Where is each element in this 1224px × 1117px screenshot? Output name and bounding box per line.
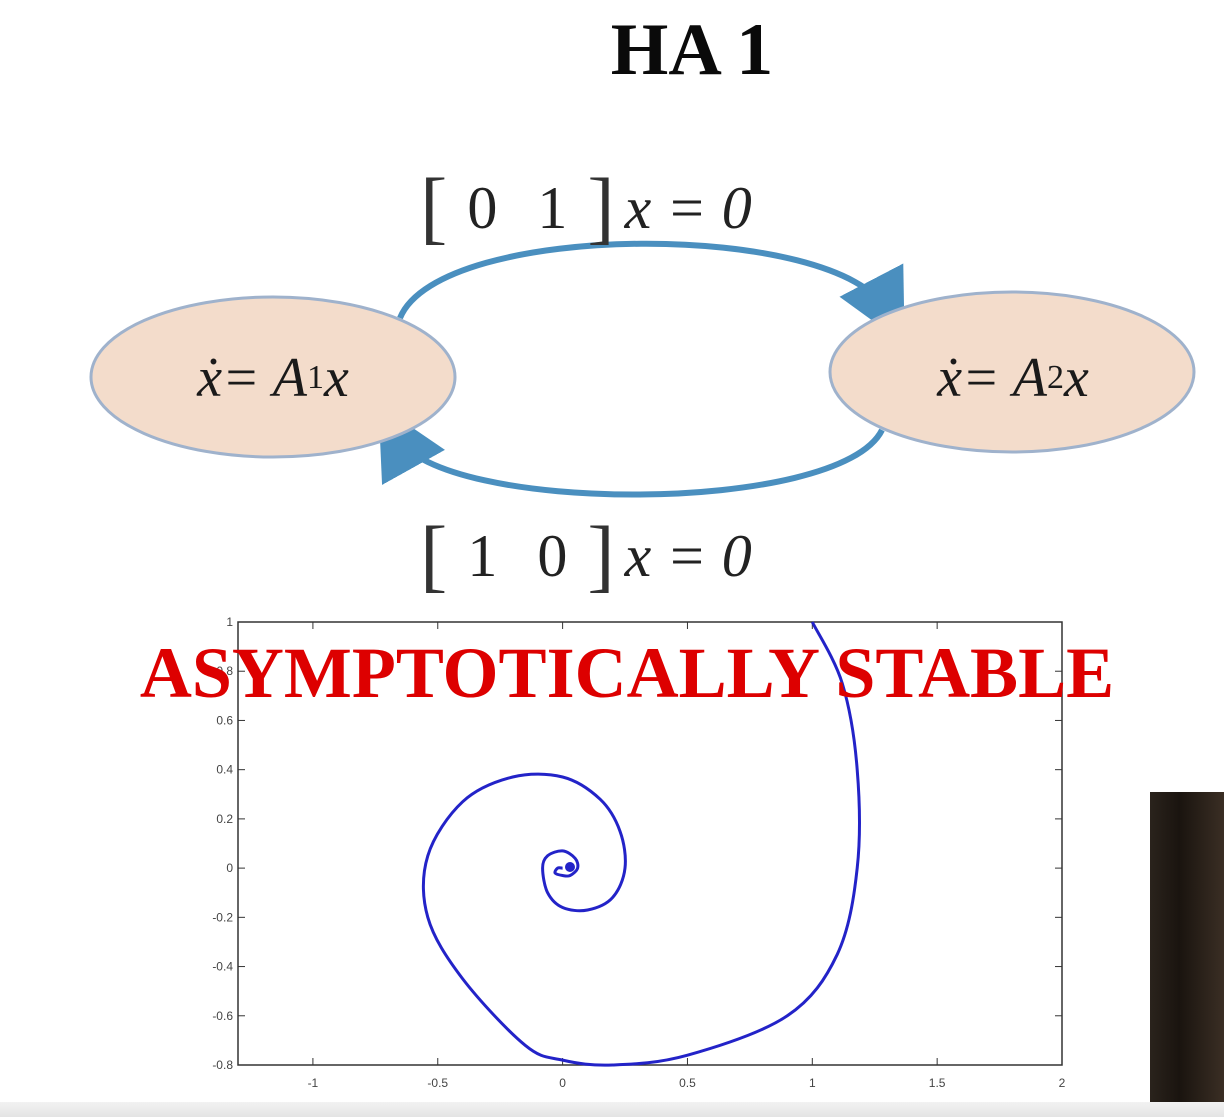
y-tick-label: -0.6	[212, 1009, 233, 1023]
x-tick-label: 0.5	[679, 1076, 696, 1090]
guard-bottom-v1: 1	[467, 523, 498, 589]
guard-top-v2: 1	[537, 175, 568, 241]
bottom-strip	[0, 1102, 1224, 1117]
plot-frame	[237, 621, 1063, 1066]
mode-1-var: x	[323, 347, 349, 409]
mode-2-eq: = A	[962, 347, 1047, 409]
bracket-right: ]	[587, 161, 615, 252]
x-tick-label: 2	[1059, 1076, 1066, 1090]
x-tick-label: 1	[809, 1076, 816, 1090]
x-tick-label: 1.5	[929, 1076, 946, 1090]
y-tick-label: 0	[226, 861, 233, 875]
mode-2-var: x	[1063, 347, 1089, 409]
mode-1-eq: = A	[222, 347, 307, 409]
x-tick-label: -0.5	[427, 1076, 448, 1090]
mode-1-sub: 1	[306, 359, 324, 396]
y-tick-label: -0.8	[212, 1058, 233, 1072]
mode-2-ellipse	[828, 290, 1196, 454]
y-tick-label: 0.4	[216, 763, 233, 777]
presenter-video-edge	[1150, 792, 1224, 1117]
stability-verdict: ASYMPTOTICALLY STABLE	[139, 633, 1115, 713]
phase-plot: -1 -0.5 0 0.5 1 1.5 2 -0.8 -0.6 -0.4 -0.2 0 0.2 0.4 0…	[212, 615, 1065, 1090]
y-tick-label: -0.2	[212, 910, 233, 924]
x-tick-label: -1	[308, 1076, 319, 1090]
slide-title: HA 1	[610, 9, 774, 91]
y-tick-label: 0.8	[216, 664, 233, 678]
y-tick-label: 0.6	[216, 713, 233, 727]
mode-1-lhs: ẋ	[197, 347, 222, 409]
bracket-left: [	[420, 161, 448, 252]
mode-2-sub: 2	[1046, 359, 1064, 396]
bracket-left: [	[420, 509, 448, 600]
guard-top-v1: 0	[467, 175, 498, 241]
guard-bottom-v2: 0	[537, 523, 568, 589]
transition-arrow-bottom	[378, 404, 885, 498]
transition-arrow-top	[397, 240, 905, 344]
guard-bottom-expression: x = 0	[624, 523, 752, 589]
trajectory-line	[421, 621, 861, 1067]
y-tick-label: 1	[226, 615, 233, 629]
y-tick-label: 0.2	[216, 812, 233, 826]
y-tick-label: -0.4	[212, 960, 233, 974]
guard-top-expression: x = 0	[624, 175, 752, 241]
mode-1-ellipse	[89, 295, 457, 459]
bracket-right: ]	[587, 509, 615, 600]
mode-2-lhs: ẋ	[937, 347, 962, 409]
x-tick-label: 0	[559, 1076, 566, 1090]
origin-marker	[565, 862, 575, 872]
